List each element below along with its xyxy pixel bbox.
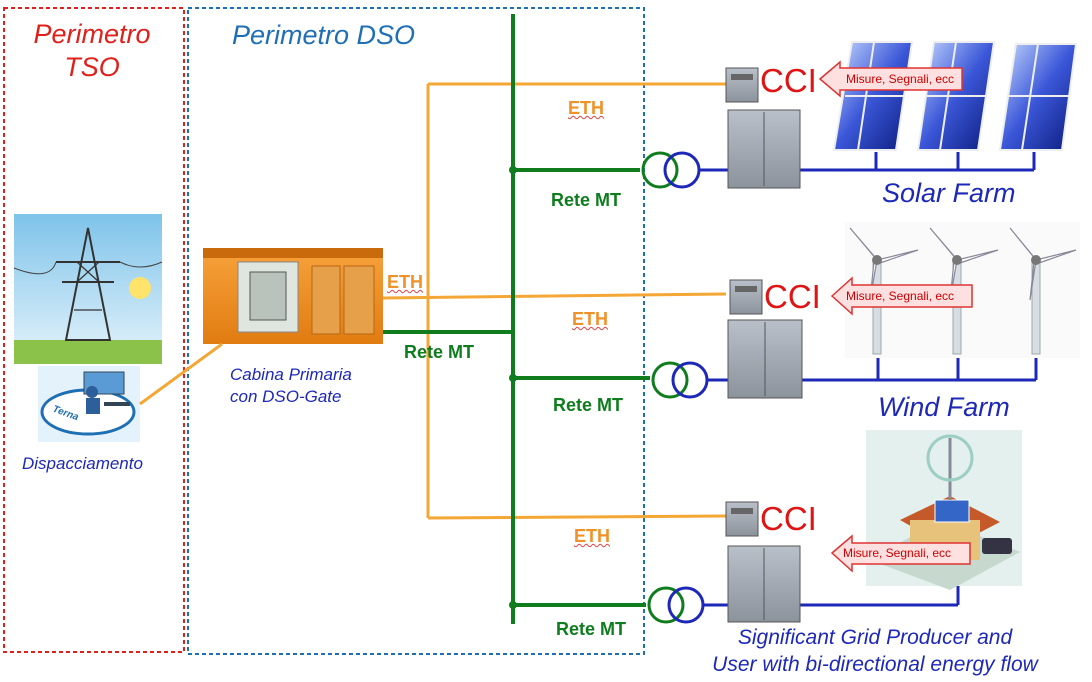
transformer-icon-1	[641, 151, 701, 189]
cci-box-1	[725, 67, 759, 103]
eth-label-cabin: ETH	[387, 272, 423, 292]
cabinet-3	[727, 545, 801, 623]
tso-perimeter-box	[3, 7, 185, 653]
mt-label-cabin: Rete MT	[404, 342, 475, 362]
mt-label-3: Rete MT	[556, 619, 627, 639]
signal-label-3: Misure, Segnali, ecc	[843, 546, 952, 560]
eth-label-2: ETH	[572, 309, 608, 329]
eth-label-1: ETH	[568, 98, 604, 118]
dso-perimeter-box	[187, 7, 645, 655]
cci-box-3	[725, 501, 759, 537]
eth-label-3: ETH	[574, 526, 610, 546]
cabinet-1	[727, 109, 801, 189]
solar-panels-image	[832, 41, 1078, 151]
prosumer-house-image	[866, 430, 1022, 590]
plant-connections	[699, 152, 1038, 607]
signal-arrow-1	[818, 60, 963, 98]
dispatch-operator-image	[38, 366, 140, 442]
prosumer-label-line2: User with bi-directional energy flow	[712, 653, 1038, 676]
tso-dso-link	[139, 342, 223, 406]
signal-label-1: Misure, Segnali, ecc	[846, 72, 955, 86]
cci-box-2	[729, 279, 763, 315]
cabin-caption-line1: Cabina Primaria	[230, 365, 352, 384]
primary-substation-image	[203, 248, 383, 344]
signal-arrow-3	[830, 534, 971, 573]
cabinet-2	[727, 319, 803, 399]
cci-label-1: CCI	[760, 62, 817, 99]
solar-farm-label: Solar Farm	[882, 178, 1016, 208]
mt-label-2: Rete MT	[553, 395, 624, 415]
signal-arrow-2	[830, 276, 973, 316]
tso-perimeter-title: Perimetro TSO	[33, 19, 151, 82]
prosumer-label-line1: Significant Grid Producer and	[737, 626, 1013, 649]
signal-label-2: Misure, Segnali, ecc	[846, 289, 955, 303]
mt-network	[383, 14, 650, 624]
eth-network	[382, 82, 727, 520]
cabin-caption-line2: con DSO-Gate	[230, 387, 342, 406]
transformer-icon-3	[647, 586, 705, 624]
transmission-pylon-image	[13, 214, 163, 364]
cci-label-3: CCI	[760, 500, 817, 537]
wind-farm-label: Wind Farm	[878, 392, 1010, 422]
dispatch-label: Dispacciamento	[22, 454, 143, 473]
cci-label-2: CCI	[764, 278, 821, 315]
transformer-icon-2	[651, 361, 709, 399]
mt-label-1: Rete MT	[551, 190, 622, 210]
dso-perimeter-title: Perimetro DSO	[232, 20, 416, 50]
